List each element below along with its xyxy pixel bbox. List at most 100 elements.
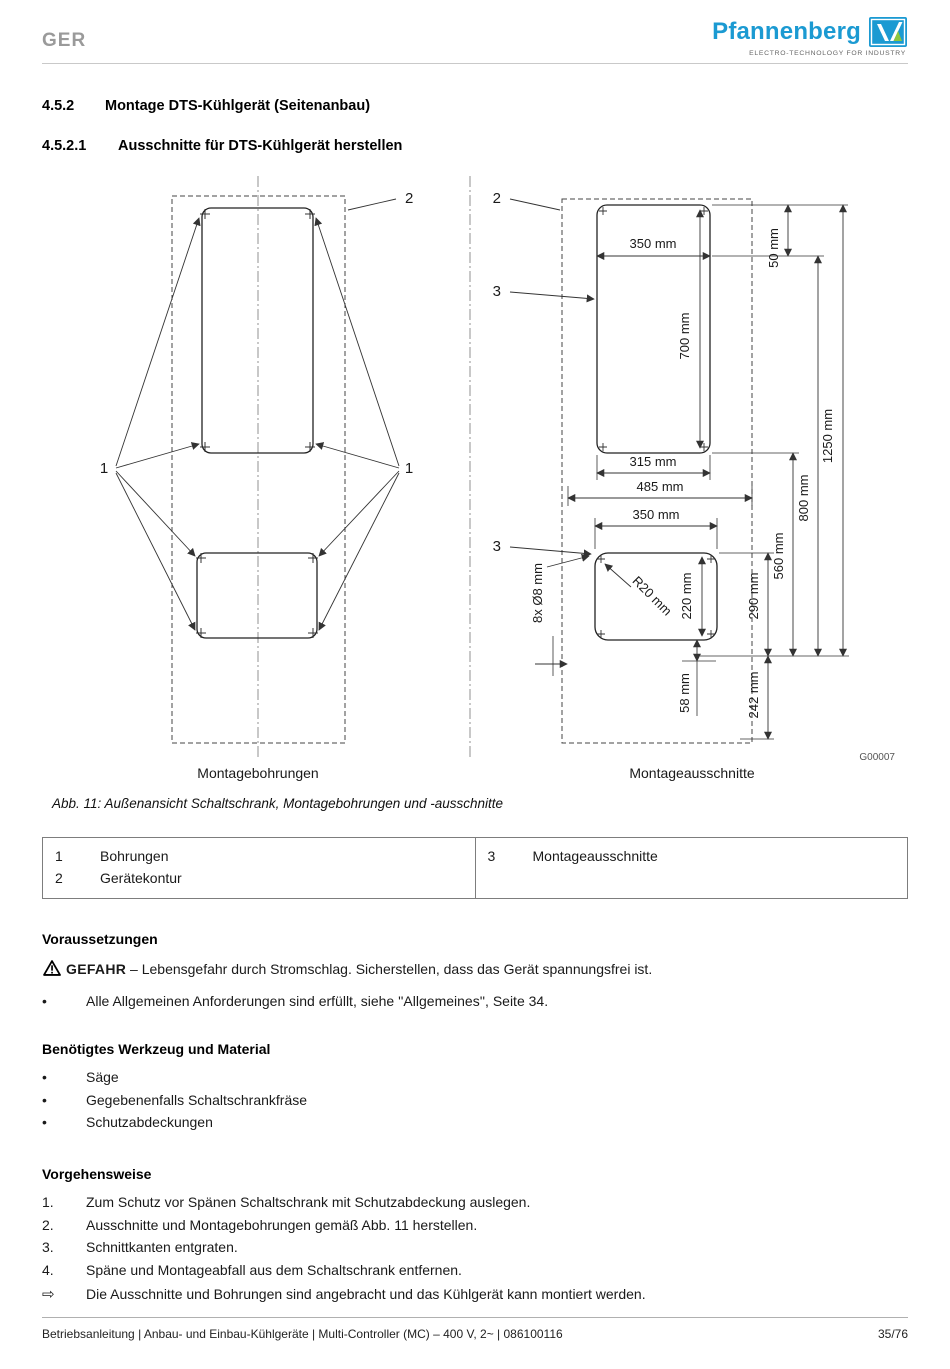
dim-58: 58 mm <box>677 639 702 716</box>
page-footer: Betriebsanleitung | Anbau- und Einbau-Kü… <box>42 1317 908 1341</box>
svg-text:350 mm: 350 mm <box>633 507 680 522</box>
svg-text:290 mm: 290 mm <box>746 573 761 620</box>
legend-label: Gerätekontur <box>100 870 182 886</box>
dim-220: 220 mm <box>679 556 707 637</box>
pfannenberg-logo: Pfannenberg ELECTRO-TECHNOLOGY FOR INDUS… <box>712 16 908 57</box>
svg-text:3: 3 <box>493 538 501 555</box>
svg-text:315 mm: 315 mm <box>630 454 677 469</box>
list-item-text: Schutzabdeckungen <box>86 1114 213 1131</box>
procedure-step: 2. Ausschnitte und Montagebohrungen gemä… <box>42 1214 908 1237</box>
callout-1-right: 1 <box>314 217 413 631</box>
danger-text: GEFAHR – Lebensgefahr durch Stromschlag.… <box>66 961 653 977</box>
upper-bolt-pattern <box>201 207 314 454</box>
bullet-marker: • <box>42 1091 47 1108</box>
dim-290: 290 mm <box>746 552 773 657</box>
svg-text:242 mm: 242 mm <box>746 672 761 719</box>
figure-caption: Abb. 11: Außenansicht Schaltschrank, Mon… <box>52 796 504 811</box>
procedure-step: 3. Schnittkanten entgraten. <box>42 1236 908 1259</box>
page-body: 4.5.2 Montage DTS-Kühlgerät (Seitenanbau… <box>0 98 950 1307</box>
language-label: GER <box>42 30 87 51</box>
legend-row-empty <box>476 867 908 873</box>
dim-holes-8x8: 8x Ø8 mm <box>530 553 590 676</box>
bullet-marker: • <box>42 1068 47 1085</box>
brand-tagline: ELECTRO-TECHNOLOGY FOR INDUSTRY <box>749 50 906 57</box>
list-item: • Schutzabdeckungen <box>42 1111 908 1134</box>
list-item: • Gegebenenfalls Schaltschrankfräse <box>42 1089 908 1112</box>
dim-485: 485 mm <box>567 479 753 503</box>
procedure-heading: Vorgehensweise <box>42 1165 152 1182</box>
danger-label: GEFAHR <box>66 961 127 977</box>
figure-abb11: 1 1 2 <box>0 168 950 788</box>
dim-350-bottom: 350 mm <box>594 507 718 531</box>
legend-label: Montageausschnitte <box>532 848 658 864</box>
procedure-step: 1. Zum Schutz vor Spänen Schaltschrank m… <box>42 1191 908 1214</box>
drawing-code: G00007 <box>859 752 895 763</box>
procedure-steps: 1. Zum Schutz vor Spänen Schaltschrank m… <box>42 1191 908 1282</box>
bullet-marker: • <box>42 1114 47 1131</box>
legend-row: 2 Gerätekontur <box>43 867 475 889</box>
section-title: Ausschnitte für DTS-Kühlgerät herstellen <box>118 138 403 154</box>
procedure-step: 4. Späne und Montageabfall aus dem Schal… <box>42 1259 908 1282</box>
step-text: Zum Schutz vor Spänen Schaltschrank mit … <box>86 1193 531 1210</box>
section-number: 4.5.2 <box>42 98 75 114</box>
upper-cutout <box>596 204 711 454</box>
legend-row: 3 Montageausschnitte <box>476 845 908 867</box>
legend-left-column: 1 Bohrungen 2 Gerätekontur <box>43 838 475 898</box>
svg-text:58 mm: 58 mm <box>677 673 692 713</box>
dim-700: 700 mm <box>677 209 705 449</box>
step-text: Schnittkanten entgraten. <box>86 1239 238 1256</box>
svg-text:350 mm: 350 mm <box>630 236 677 251</box>
view-label-left: Montagebohrungen <box>197 765 318 781</box>
step-number: 1. <box>42 1193 54 1210</box>
section-number: 4.5.2.1 <box>42 138 87 154</box>
legend-label: Bohrungen <box>100 848 169 864</box>
technical-drawing: 1 1 2 <box>100 176 895 781</box>
bullet-marker: • <box>42 993 47 1010</box>
result-arrow-icon: ⇨ <box>42 1285 55 1303</box>
svg-text:2: 2 <box>493 190 501 207</box>
svg-text:1: 1 <box>100 460 108 477</box>
dim-50: 50 mm <box>766 204 793 268</box>
callout-3-lower: 3 <box>493 538 592 558</box>
list-item: • Alle Allgemeinen Anforderungen sind er… <box>42 990 908 1013</box>
tools-heading: Benötigtes Werkzeug und Material <box>42 1040 271 1057</box>
step-number: 2. <box>42 1216 54 1233</box>
lower-bolt-pattern <box>196 552 318 639</box>
legend-right-column: 3 Montageausschnitte <box>474 838 908 898</box>
callout-3-upper: 3 <box>493 283 595 303</box>
svg-text:8x Ø8 mm: 8x Ø8 mm <box>530 563 545 623</box>
procedure-result: ⇨ Die Ausschnitte und Bohrungen sind ang… <box>42 1283 908 1307</box>
legend-number: 1 <box>55 848 63 864</box>
dim-315: 315 mm <box>596 454 711 478</box>
callout-1-left: 1 <box>100 217 201 631</box>
dim-560: 560 mm <box>771 452 798 657</box>
device-contour-dashed <box>171 195 346 744</box>
step-text: Ausschnitte und Montagebohrungen gemäß A… <box>86 1216 478 1233</box>
warning-triangle-icon <box>43 959 61 981</box>
brand-wordmark: Pfannenberg <box>712 18 861 45</box>
svg-text:R20 mm: R20 mm <box>630 573 675 618</box>
footer-page-number: 35/76 <box>877 1327 908 1341</box>
prerequisites-heading: Voraussetzungen <box>42 931 158 947</box>
right-view-montageausschnitte: 2 3 3 <box>469 176 895 763</box>
view-label-right: Montageausschnitte <box>629 765 755 781</box>
device-contour-dashed <box>561 198 753 744</box>
section-heading-452: 4.5.2 Montage DTS-Kühlgerät (Seitenanbau… <box>42 98 908 114</box>
page-header: GER Pfannenberg ELECTRO-TECHNOLOGY FOR I… <box>0 0 950 57</box>
dim-350-top: 350 mm <box>596 236 711 261</box>
legend-number: 2 <box>55 870 63 886</box>
danger-notice: GEFAHR – Lebensgefahr durch Stromschlag.… <box>42 959 908 981</box>
footer-document-info: Betriebsanleitung | Anbau- und Einbau-Kü… <box>42 1327 563 1341</box>
callout-2-right: 2 <box>493 190 561 211</box>
section-heading-4521: 4.5.2.1 Ausschnitte für DTS-Kühlgerät he… <box>42 138 908 154</box>
svg-text:800 mm: 800 mm <box>796 475 811 522</box>
dim-1250: 1250 mm <box>820 204 848 657</box>
prerequisites-list: • Alle Allgemeinen Anforderungen sind er… <box>42 990 908 1013</box>
section-title: Montage DTS-Kühlgerät (Seitenanbau) <box>105 98 371 114</box>
list-item: • Säge <box>42 1066 908 1089</box>
svg-text:700 mm: 700 mm <box>677 313 692 360</box>
svg-text:485 mm: 485 mm <box>637 479 684 494</box>
list-item-text: Gegebenenfalls Schaltschrankfräse <box>86 1091 308 1108</box>
result-text: Die Ausschnitte und Bohrungen sind angeb… <box>86 1285 646 1302</box>
